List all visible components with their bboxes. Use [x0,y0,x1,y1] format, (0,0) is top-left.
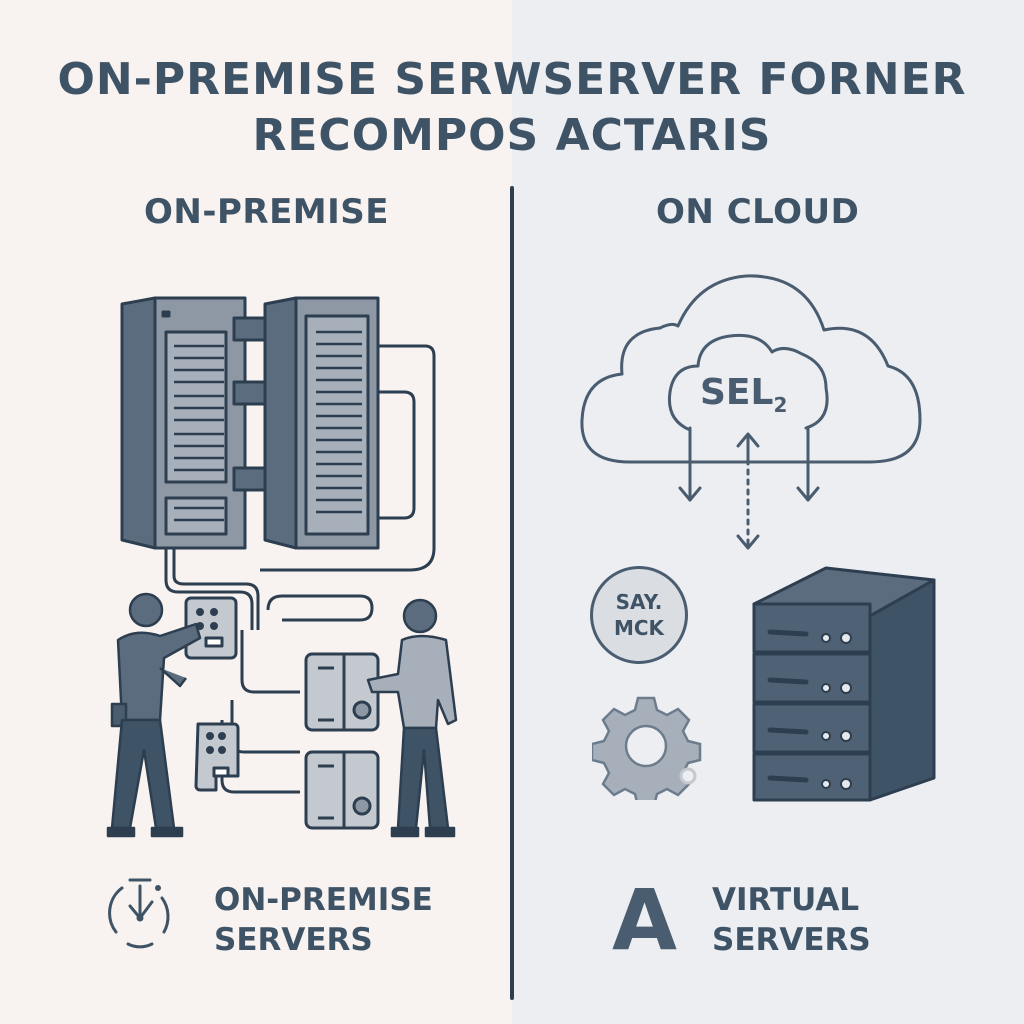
cloud-illustration [580,274,922,550]
badge-line-2: MCK [613,616,665,640]
on-cloud-heading: ON CLOUD [656,192,860,232]
footer-right-line-1: VIRTUAL [712,882,860,918]
junction-box [194,722,240,792]
title-line-1: ON-PREMISE SERWSERVER FORNER [57,54,967,105]
page-title: ON-PREMISE SERWSERVER FORNER RECOMPOS AC… [0,52,1024,164]
server-racks-illustration [106,296,458,838]
clock-icon [108,878,170,949]
on-premise-heading: ON-PREMISE [144,192,389,232]
section-divider [510,186,514,1000]
right-panel-background [512,0,1024,1024]
cable [260,344,436,572]
circle-badge: SAY. MCK [590,566,688,664]
cable [220,720,300,794]
cable [230,700,300,754]
technician-left [106,592,202,838]
cloud-label-main: SEL [700,372,774,413]
footer-left-line-1: ON-PREMISE [214,882,433,918]
on-premise-servers-label: ON-PREMISE SERVERS [214,880,433,960]
technician-right [366,598,458,838]
badge-line-1: SAY. [615,590,663,614]
cable [378,390,416,520]
cable [172,548,260,630]
server-unit [752,602,872,654]
left-panel-background [0,0,512,1024]
virtual-servers-label: VIRTUAL SERVERS [712,880,871,960]
cable [164,548,254,630]
cloud-label-subscript: 2 [773,393,788,418]
cable [266,594,374,622]
network-device [304,750,380,830]
inner-cloud [667,333,829,432]
server-unit [752,752,872,802]
title-line-2: RECOMPOS ACTARIS [252,110,772,161]
network-device [304,652,380,732]
outer-cloud [580,274,922,464]
gear-icon [592,696,702,800]
footer-left-line-2: SERVERS [214,922,373,958]
cloud-label: SEL2 [700,372,787,417]
server-tower-illustration [752,566,936,802]
cable [240,630,300,694]
rack-2-side [263,296,298,550]
letter-a-icon: A [612,871,678,969]
footer-right-line-2: SERVERS [712,922,871,958]
rack-1-side [120,296,157,550]
